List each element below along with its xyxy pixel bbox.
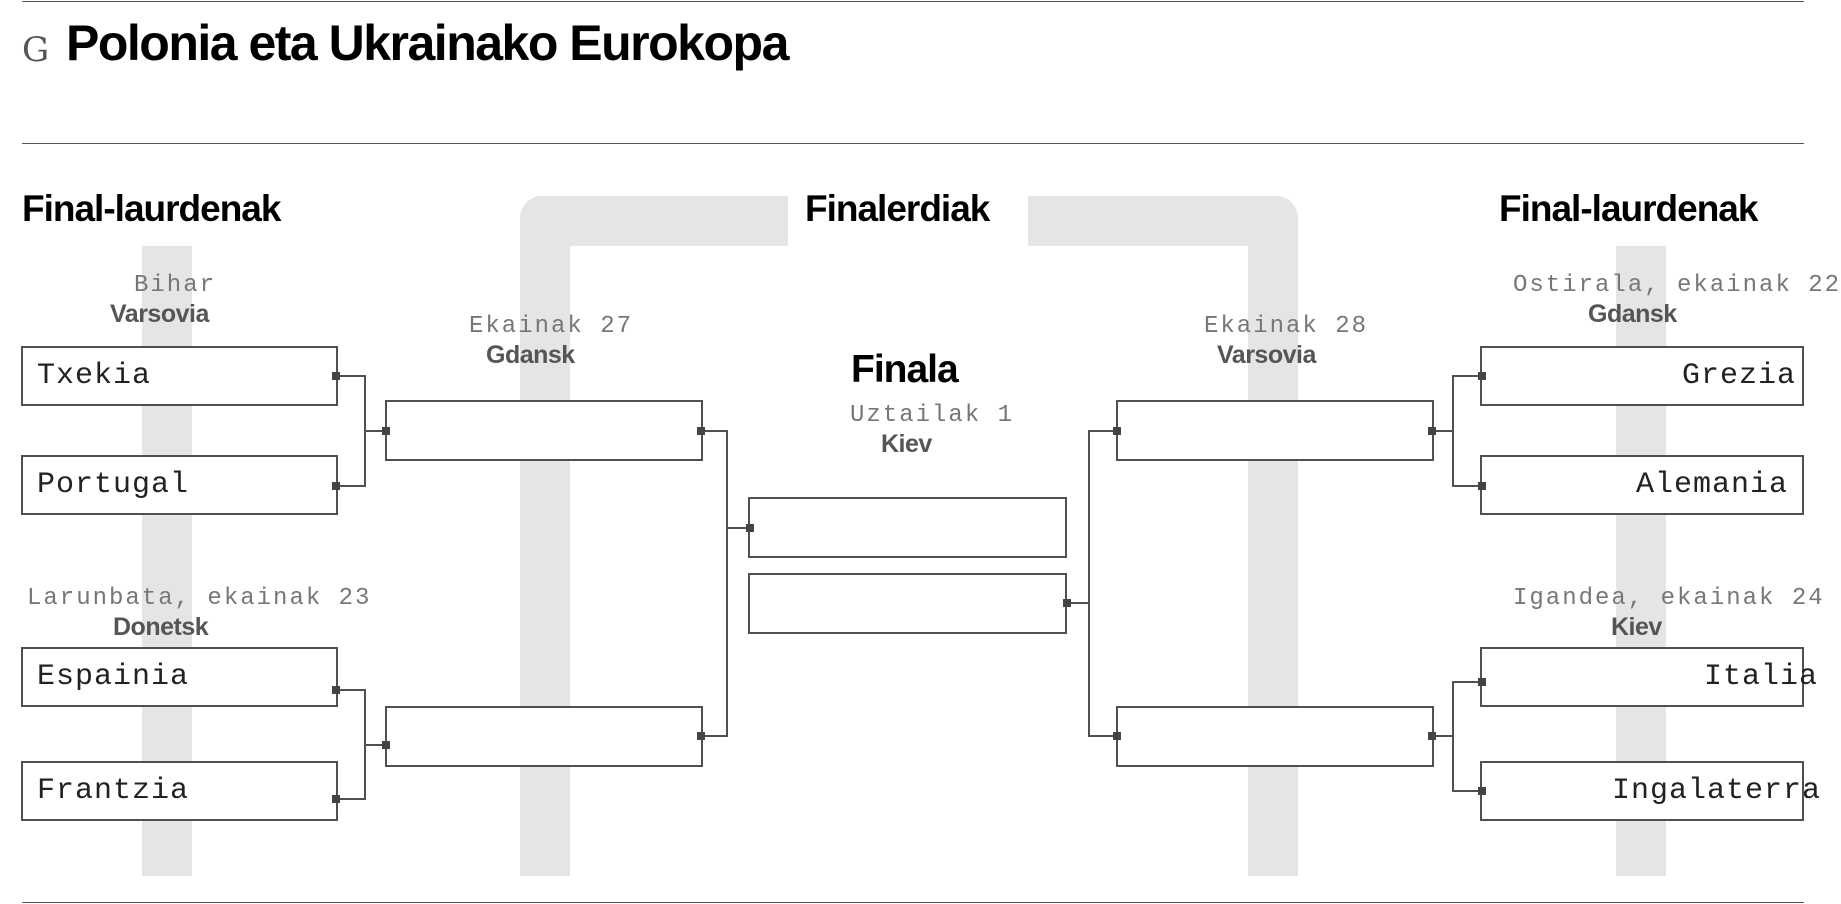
connector-qf3 (1432, 375, 1482, 487)
round-heading-final: Finala (851, 348, 959, 391)
qf2-team1-box: Espainia (21, 647, 338, 707)
node (332, 686, 340, 694)
top-rule (22, 1, 1804, 2)
final-venue: Kiev (881, 430, 932, 458)
round-heading-sf: Finalerdiak (805, 188, 990, 229)
sf2-winner1-box (1116, 400, 1434, 461)
qf4-team1-box: Italia (1480, 647, 1817, 707)
qf2-venue: Donetsk (113, 613, 209, 641)
qf1-date: Bihar (134, 272, 217, 299)
connector-qf2 (336, 689, 386, 800)
node (382, 741, 390, 749)
connector-qf4 (1432, 681, 1482, 792)
connector-qf1 (336, 375, 386, 487)
qf2-date: Larunbata, ekainak 23 (27, 585, 372, 612)
round-heading-qf-right: Final-laurdenak (1499, 188, 1758, 229)
connector-sf1 (701, 430, 750, 737)
node (1113, 732, 1121, 740)
node (1478, 482, 1486, 490)
page-title: Polonia eta Ukrainako Eurokopa (66, 15, 789, 71)
sf2-winner2-box (1116, 706, 1434, 767)
qf1-venue: Varsovia (110, 300, 209, 328)
bottom-rule (22, 902, 1804, 903)
qf3-date: Ostirala, ekainak 22 (1513, 272, 1841, 299)
qf3-team1: Grezia (1681, 359, 1796, 393)
sf2-date: Ekainak 28 (1204, 313, 1369, 340)
round-heading-qf-left: Final-laurdenak (22, 188, 281, 229)
bg-band-sf-left-top (520, 196, 788, 246)
node (1478, 678, 1486, 686)
qf2-team2: Frantzia (37, 774, 190, 808)
connector-sf2 (1065, 430, 1117, 737)
node (697, 732, 705, 740)
node (697, 427, 705, 435)
sf1-winner1-box (385, 400, 703, 461)
qf3-team2-box: Alemania (1480, 455, 1804, 515)
logo-icon: G (22, 30, 50, 70)
node (382, 427, 390, 435)
qf1-team1: Txekia (37, 359, 152, 393)
qf2-team1: Espainia (37, 660, 190, 694)
qf1-team2-box: Portugal (21, 455, 338, 515)
node (746, 524, 754, 532)
node (332, 372, 340, 380)
qf4-team2-box: Ingalaterra (1480, 761, 1820, 821)
node (332, 795, 340, 803)
qf4-team2: Ingalaterra (1612, 774, 1822, 808)
qf2-team2-box: Frantzia (21, 761, 338, 821)
sf2-venue: Varsovia (1217, 341, 1316, 369)
node (332, 482, 340, 490)
final-slot2-box (748, 573, 1067, 634)
final-date: Uztailak 1 (850, 402, 1015, 429)
header-rule (22, 143, 1804, 144)
sf1-winner2-box (385, 706, 703, 767)
qf1-team1-box: Txekia (21, 346, 338, 406)
node (1428, 732, 1436, 740)
bg-band-sf-right-top (1028, 196, 1298, 246)
qf3-venue: Gdansk (1588, 300, 1677, 328)
sf1-venue: Gdansk (486, 341, 575, 369)
qf3-team2: Alemania (1635, 468, 1788, 502)
node (1478, 372, 1486, 380)
qf4-date: Igandea, ekainak 24 (1513, 585, 1825, 612)
node (1428, 427, 1436, 435)
sf1-date: Ekainak 27 (469, 313, 634, 340)
qf4-venue: Kiev (1611, 613, 1662, 641)
qf1-team2: Portugal (37, 468, 190, 502)
node (1063, 599, 1071, 607)
qf4-team1: Italia (1704, 660, 1819, 694)
node (1113, 427, 1121, 435)
node (1478, 787, 1486, 795)
bracket-connectors (332, 372, 1486, 803)
